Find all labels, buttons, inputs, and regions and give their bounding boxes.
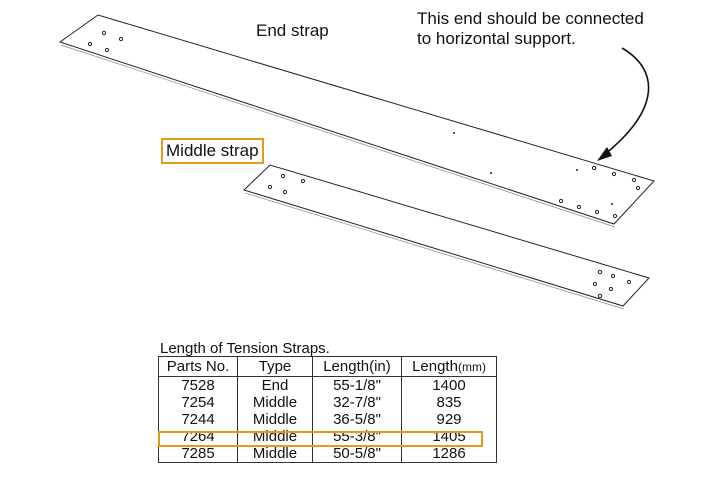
- cell-length-in: 36-5/8": [312, 411, 402, 428]
- cell-type: Middle: [237, 411, 313, 428]
- header-length-mm: Length(mm): [401, 356, 497, 377]
- end-strap-plate: [58, 14, 655, 228]
- header-length-mm-label: Length: [412, 357, 458, 375]
- table-row: 7254 Middle 32-7/8" 835: [158, 394, 497, 411]
- middle-strap-label: Middle strap: [161, 138, 264, 164]
- cell-length-mm: 929: [401, 411, 497, 428]
- table-row: 7285 Middle 50-5/8" 1286: [158, 445, 497, 463]
- cell-type: End: [237, 376, 313, 394]
- header-parts-no: Parts No.: [158, 356, 238, 377]
- middle-strap-plate: [243, 164, 650, 310]
- header-type: Type: [237, 356, 313, 377]
- cell-length-in: 55-1/8": [312, 376, 402, 394]
- table-row: 7528 End 55-1/8" 1400: [158, 376, 497, 394]
- connection-note: This end should be connected to horizont…: [417, 9, 644, 49]
- cell-parts-no: 7528: [158, 376, 238, 394]
- note-line-1: This end should be connected: [417, 9, 644, 28]
- cell-type: Middle: [237, 445, 313, 463]
- table-header-row: Parts No. Type Length(in) Length(mm): [158, 356, 497, 377]
- table-caption: Length of Tension Straps.: [160, 340, 330, 357]
- cell-length-mm: 835: [401, 394, 497, 411]
- cell-length-mm: 1400: [401, 376, 497, 394]
- table-row: 7244 Middle 36-5/8" 929: [158, 411, 497, 428]
- cell-parts-no: 7254: [158, 394, 238, 411]
- header-length-mm-unit: (mm): [457, 359, 486, 374]
- header-length-in: Length(in): [312, 356, 402, 377]
- end-strap-label: End strap: [256, 21, 329, 40]
- cell-parts-no: 7285: [158, 445, 238, 463]
- cell-type: Middle: [237, 394, 313, 411]
- cell-parts-no: 7244: [158, 411, 238, 428]
- cell-length-in: 50-5/8": [312, 445, 402, 463]
- cell-length-in: 32-7/8": [312, 394, 402, 411]
- cell-length-mm: 1286: [401, 445, 497, 463]
- row-highlight-box: [158, 431, 483, 447]
- note-line-2: to horizontal support.: [417, 29, 576, 48]
- pointer-arrow: [597, 47, 650, 161]
